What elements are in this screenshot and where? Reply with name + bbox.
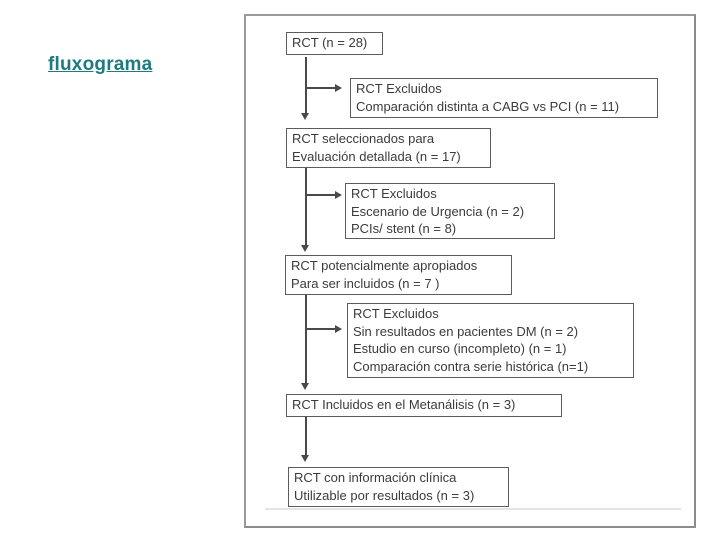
flow-box-line: RCT con información clínica [294, 470, 457, 485]
flow-box-excluded-comparison: RCT Excluidos Comparación distinta a CAB… [350, 78, 658, 118]
flow-box-rct-total: RCT (n = 28) [286, 32, 383, 55]
connector-line [305, 328, 335, 330]
arrowhead-down-icon [301, 113, 309, 120]
flowchart-panel: RCT (n = 28) RCT Excluidos Comparación d… [244, 14, 696, 528]
flow-box-line: Evaluación detallada (n = 17) [292, 148, 461, 164]
flow-box-line: Comparación contra serie histórica (n=1) [353, 358, 589, 374]
flow-box-line: Sin resultados en pacientes DM (n = 2) [353, 323, 579, 339]
slide-title: fluxograma [48, 54, 153, 75]
flow-box-line: PCIs/ stent (n = 8) [351, 221, 457, 236]
connector-line [305, 87, 335, 89]
flow-box-line: RCT Incluidos en el Metanálisis (n = 3) [292, 397, 516, 412]
arrowhead-down-icon [301, 245, 309, 252]
flow-box-potentially-appropriate: RCT potencialmente apropiados Para ser i… [285, 255, 512, 295]
flow-box-line: RCT potencialmente apropiados [291, 258, 478, 273]
flow-box-included-metaanalysis: RCT Incluidos en el Metanálisis (n = 3) [286, 394, 562, 417]
flow-box-line: Estudio en curso (incompleto) (n = 1) [353, 341, 567, 356]
connector-line [305, 57, 307, 113]
flow-box-line: Utilizable por resultados (n = 3) [294, 487, 475, 503]
connector-line [305, 417, 307, 455]
arrowhead-down-icon [301, 455, 309, 462]
panel-baseline-rule [265, 508, 681, 510]
flow-box-line: RCT Excluidos [356, 81, 442, 96]
connector-line [305, 295, 307, 383]
flow-box-line: RCT Excluidos [353, 306, 439, 321]
flow-box-line: RCT seleccionados para [292, 131, 435, 146]
arrowhead-right-icon [335, 191, 342, 199]
flow-box-line: Escenario de Urgencia (n = 2) [351, 203, 525, 219]
flow-box-excluded-urgency: RCT Excluidos Escenario de Urgencia (n =… [345, 183, 555, 239]
flow-box-line: RCT (n = 28) [292, 35, 368, 50]
arrowhead-right-icon [335, 84, 342, 92]
flow-box-line: RCT Excluidos [351, 186, 437, 201]
connector-line [305, 194, 335, 196]
flow-box-line: Para ser incluidos (n = 7 ) [291, 275, 440, 291]
connector-line [305, 168, 307, 245]
arrowhead-right-icon [335, 325, 342, 333]
flow-box-clinical-information: RCT con información clínica Utilizable p… [288, 467, 509, 507]
flowchart-canvas: RCT (n = 28) RCT Excluidos Comparación d… [246, 16, 694, 526]
flow-box-excluded-results: RCT Excluidos Sin resultados en paciente… [347, 303, 634, 378]
flow-box-selected-evaluation: RCT seleccionados para Evaluación detall… [286, 128, 491, 168]
arrowhead-down-icon [301, 383, 309, 390]
flow-box-line: Comparación distinta a CABG vs PCI (n = … [356, 98, 620, 114]
